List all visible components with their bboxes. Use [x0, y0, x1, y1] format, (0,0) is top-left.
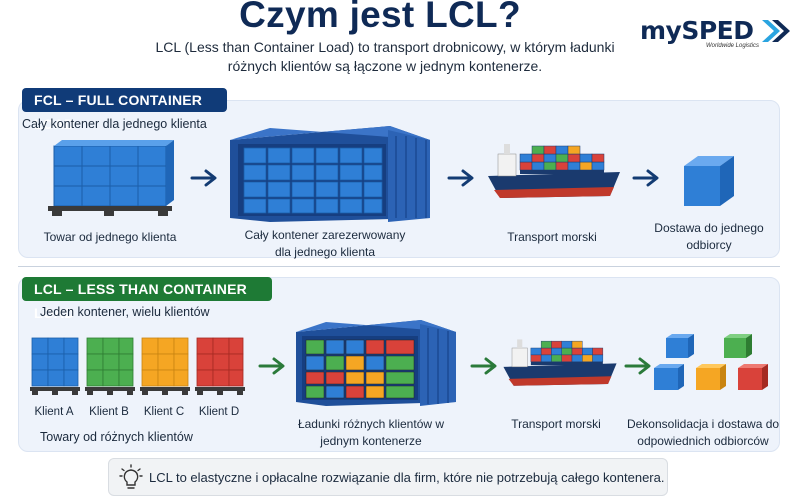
lightbulb-icon — [119, 464, 143, 489]
lcl-container-icon — [296, 320, 456, 406]
fcl-step-1-caption: Towar od jednego klienta — [43, 230, 177, 244]
lcl-badge: LCL – LESS THAN CONTAINER LOAD — [22, 277, 272, 321]
pallet-boxes-icon — [30, 337, 80, 395]
pallet-boxes-icon — [140, 337, 190, 395]
fcl-badge: FCL – FULL CONTAINER LOAD — [22, 88, 227, 132]
fcl-container-icon — [230, 126, 430, 222]
footer-note: LCL to elastyczne i opłacalne rozwiązani… — [108, 458, 668, 496]
deconsolidated-boxes-icon — [654, 334, 768, 390]
arrow-right-icon — [624, 357, 651, 375]
client-b-label: Klient B — [89, 406, 129, 418]
lcl-step-4-caption: Dekonsolidacja i dostawa do odpowiednich… — [626, 417, 780, 448]
page-title: Czym jest LCL? — [239, 0, 521, 35]
arrow-right-icon — [258, 357, 285, 375]
lcl-step-2-caption: Ładunki różnych klientów w jednym konten… — [297, 417, 445, 448]
fcl-step-4-caption: Dostawa do jednego odbiorcy — [654, 221, 764, 252]
fcl-step-3-caption: Transport morski — [507, 230, 597, 244]
arrow-right-icon — [470, 357, 497, 375]
logo: mySPED Worldwide Logistics — [640, 12, 790, 52]
client-a-label: Klient A — [34, 406, 74, 418]
fcl-subheading: Cały kontener dla jednego klienta — [22, 117, 207, 131]
fcl-pallet-icon — [48, 140, 174, 216]
delivery-box-icon — [684, 156, 734, 206]
lcl-step-1-caption: Towary od różnych klientów — [40, 430, 193, 444]
pallet-boxes-icon — [195, 337, 245, 395]
arrow-right-icon — [632, 169, 659, 187]
lcl-subheading: Jeden kontener, wielu klientów — [40, 305, 210, 319]
section-divider — [18, 266, 780, 267]
footer-note-text: LCL to elastyczne i opłacalne rozwiązani… — [149, 470, 665, 485]
client-c-label: Klient C — [143, 406, 185, 418]
cargo-ship-icon — [488, 144, 620, 198]
client-d-label: Klient D — [198, 406, 240, 418]
pallet-boxes-icon — [85, 337, 135, 395]
logo-tagline: Worldwide Logistics — [706, 43, 760, 49]
chevron-logo-icon — [762, 20, 790, 42]
lcl-step-3-caption: Transport morski — [511, 417, 601, 431]
fcl-step-2-caption: Cały kontener zarezerwowany dla jednego … — [244, 228, 406, 259]
arrow-right-icon — [190, 169, 217, 187]
logo-text: mySPED — [640, 16, 754, 45]
cargo-ship-icon — [503, 339, 617, 386]
arrow-right-icon — [447, 169, 474, 187]
page-subtitle: LCL (Less than Container Load) to transp… — [155, 39, 615, 74]
